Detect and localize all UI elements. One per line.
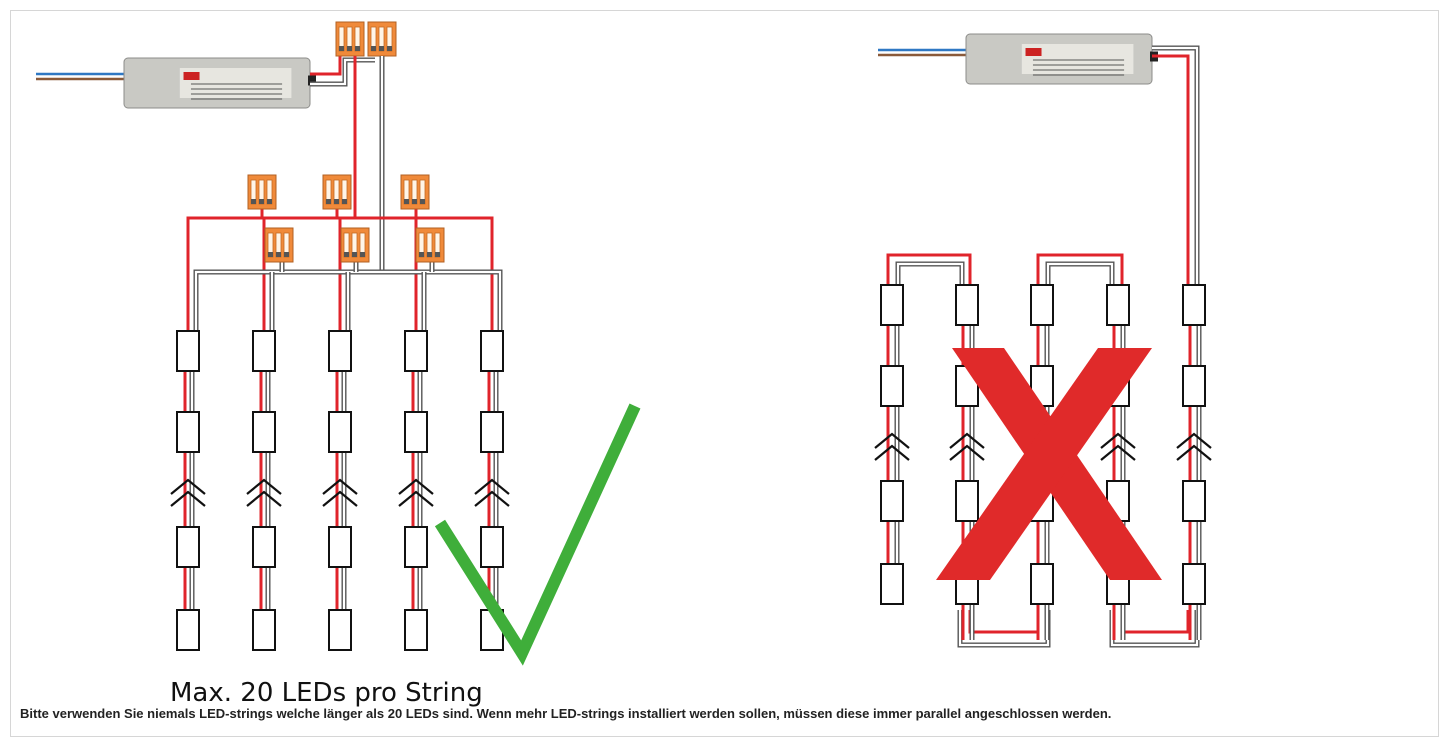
break-symbol-icon: [170, 478, 206, 495]
wago-connector-icon: [335, 21, 365, 57]
led-module-icon: [328, 330, 352, 372]
led-module-icon: [176, 526, 200, 568]
led-module-icon: [1030, 284, 1054, 326]
footer-note: Bitte verwenden Sie niemals LED-strings …: [20, 706, 1112, 721]
wago-connector-icon: [247, 174, 277, 210]
series-link-negative: [1045, 261, 1115, 285]
led-module-icon: [328, 411, 352, 453]
series-link: [1036, 253, 1124, 285]
led-module-icon: [955, 480, 979, 522]
led-module-icon: [1182, 365, 1206, 407]
led-module-icon: [404, 526, 428, 568]
led-module-icon: [176, 411, 200, 453]
wago-connector-icon: [264, 227, 294, 263]
series-link-negative: [895, 261, 965, 285]
wago-connector-icon: [340, 227, 370, 263]
psu-output-positive: [1152, 54, 1190, 285]
parallel-caption: Max. 20 LEDs pro String: [170, 678, 483, 708]
series-link: [1120, 610, 1190, 634]
psu-output-negative: [310, 57, 375, 87]
break-symbol-icon: [949, 444, 985, 461]
wago-connector-icon: [400, 174, 430, 210]
series-link: [886, 253, 972, 285]
led-module-icon: [328, 526, 352, 568]
wago-connector-icon: [322, 174, 352, 210]
diagram-frame: [10, 10, 1439, 737]
break-symbol-icon: [246, 490, 282, 507]
led-module-icon: [404, 411, 428, 453]
led-module-icon: [880, 365, 904, 407]
led-module-icon: [404, 330, 428, 372]
led-module-icon: [252, 330, 276, 372]
break-symbol-icon: [1176, 444, 1212, 461]
break-symbol-icon: [398, 478, 434, 495]
led-module-icon: [880, 480, 904, 522]
check-mark-icon: [434, 403, 641, 666]
led-module-icon: [880, 563, 904, 605]
led-module-icon: [1182, 480, 1206, 522]
led-module-icon: [404, 609, 428, 651]
break-symbol-icon: [874, 444, 910, 461]
led-driver-icon: [965, 33, 1158, 85]
break-symbol-icon: [170, 490, 206, 507]
wago-connector-icon: [367, 21, 397, 57]
led-module-icon: [1106, 284, 1130, 326]
break-symbol-icon: [874, 432, 910, 449]
led-module-icon: [480, 330, 504, 372]
led-module-icon: [252, 411, 276, 453]
break-symbol-icon: [246, 478, 282, 495]
led-module-icon: [1182, 563, 1206, 605]
break-symbol-icon: [1100, 444, 1136, 461]
break-symbol-icon: [474, 478, 510, 495]
series-link: [968, 610, 1040, 634]
led-module-icon: [480, 411, 504, 453]
led-module-icon: [176, 609, 200, 651]
led-module-icon: [1030, 563, 1054, 605]
led-module-icon: [1182, 284, 1206, 326]
break-symbol-icon: [474, 490, 510, 507]
break-symbol-icon: [1100, 432, 1136, 449]
break-symbol-icon: [1176, 432, 1212, 449]
led-module-icon: [252, 609, 276, 651]
break-symbol-icon: [949, 432, 985, 449]
led-module-icon: [252, 526, 276, 568]
cross-mark-icon: [936, 348, 1162, 580]
led-driver-icon: [123, 57, 316, 109]
led-module-icon: [480, 526, 504, 568]
led-module-icon: [328, 609, 352, 651]
wago-connector-icon: [415, 227, 445, 263]
psu-output-negative: [1152, 45, 1200, 285]
break-symbol-icon: [322, 490, 358, 507]
break-symbol-icon: [322, 478, 358, 495]
led-module-icon: [176, 330, 200, 372]
break-symbol-icon: [398, 490, 434, 507]
led-module-icon: [955, 284, 979, 326]
led-module-icon: [880, 284, 904, 326]
